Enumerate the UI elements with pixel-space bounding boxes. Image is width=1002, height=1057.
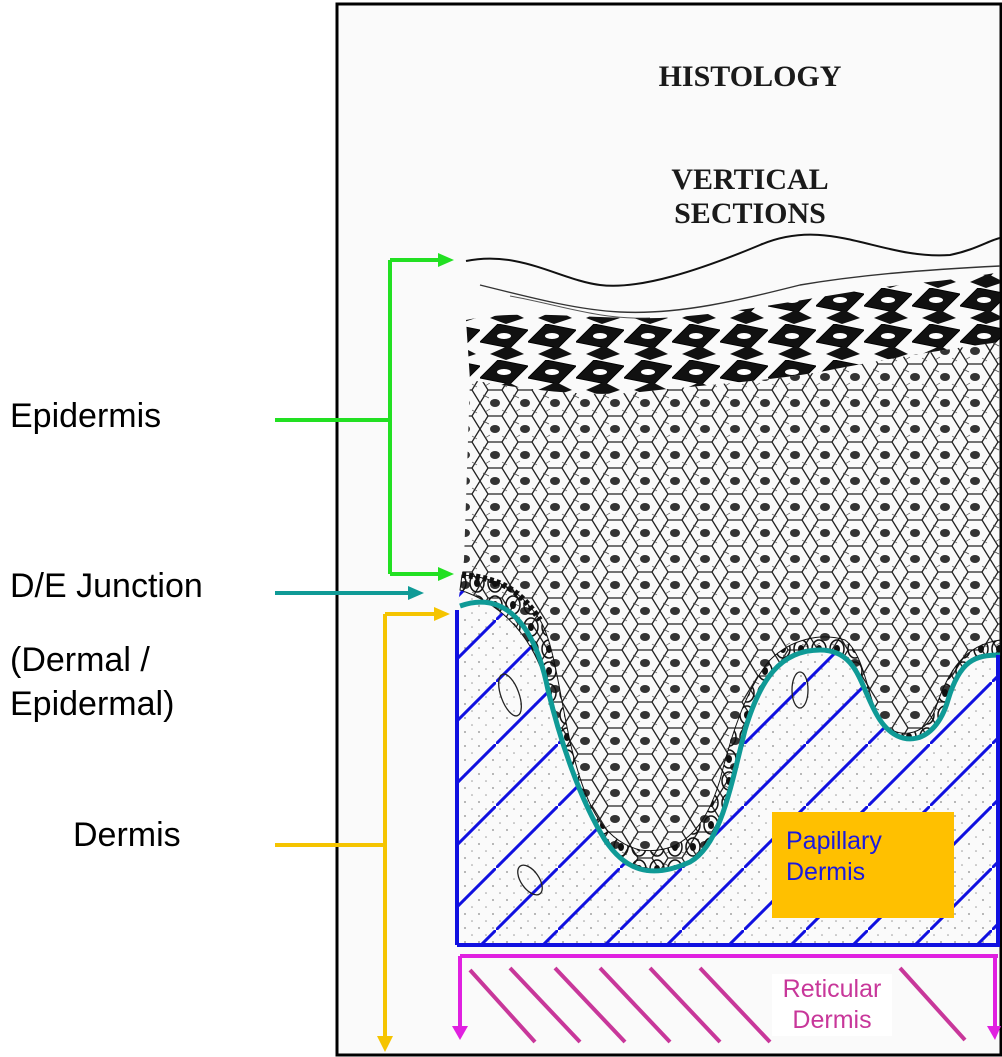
de-junction-sub1: (Dermal / <box>10 640 150 680</box>
title-line-vertical: VERTICAL <box>580 163 920 197</box>
de-junction-sub2: Epidermal) <box>10 684 174 724</box>
title-line-histology: HISTOLOGY <box>580 60 920 94</box>
page-subtitle: VERTICAL SECTIONS <box>580 163 920 231</box>
title-line-sections: SECTIONS <box>580 197 920 231</box>
reticular-label-line1: Reticular <box>772 974 892 1005</box>
page-title: HISTOLOGY <box>580 60 920 94</box>
papillary-label-line2: Dermis <box>786 857 954 888</box>
papillary-dermis-box: Papillary Dermis <box>772 812 954 918</box>
reticular-label-line2: Dermis <box>772 1005 892 1036</box>
papillary-label-line1: Papillary <box>786 826 954 857</box>
epidermis-label: Epidermis <box>10 396 161 436</box>
de-junction-label: D/E Junction <box>10 566 203 606</box>
dermis-label: Dermis <box>73 815 181 855</box>
reticular-dermis-label: Reticular Dermis <box>772 974 892 1036</box>
